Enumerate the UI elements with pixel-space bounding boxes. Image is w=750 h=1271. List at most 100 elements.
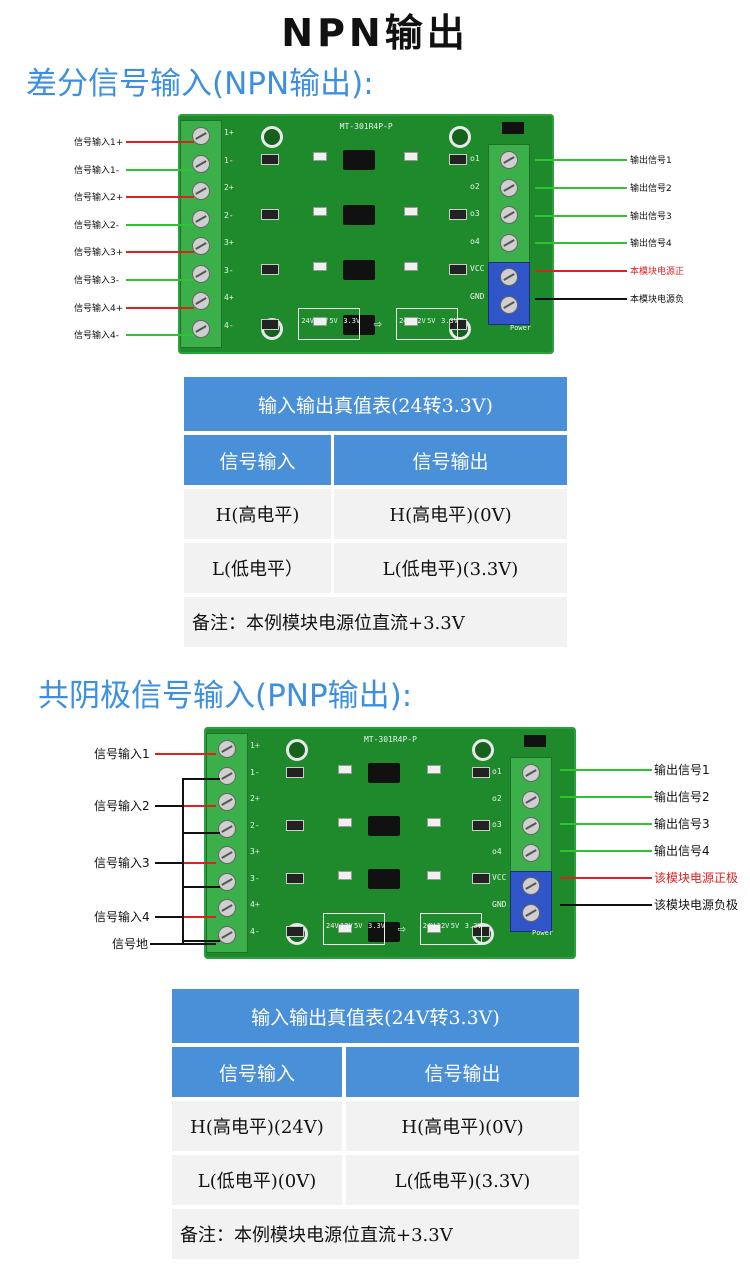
terminal-screw bbox=[500, 178, 518, 197]
ground-wire bbox=[182, 778, 220, 780]
input-led bbox=[260, 154, 279, 165]
pin-label: 4+ bbox=[250, 900, 260, 909]
table2-title: 输入输出真值表(24V转3.3V) bbox=[172, 989, 579, 1043]
terminal-screw bbox=[522, 790, 540, 809]
pin-label: 4- bbox=[224, 320, 234, 330]
pin-label: 3+ bbox=[250, 847, 260, 856]
mounting-hole bbox=[471, 739, 494, 761]
output-wire bbox=[535, 159, 627, 161]
output-label: 输出信号2 bbox=[630, 183, 672, 194]
input-label: 信号输入4 bbox=[94, 910, 150, 924]
terminal-screw bbox=[500, 151, 518, 169]
input-wire bbox=[126, 168, 194, 171]
left-terminal-block bbox=[180, 120, 222, 348]
voltage-label: 5V bbox=[354, 922, 363, 930]
output-label: 该模块电源正极 bbox=[654, 871, 739, 885]
terminal-screw bbox=[500, 233, 518, 252]
table1-col1-header: 信号输入 bbox=[184, 435, 331, 485]
output-wire bbox=[535, 298, 627, 300]
output-led bbox=[448, 154, 467, 165]
output-wire bbox=[560, 796, 652, 798]
terminal-screw bbox=[218, 899, 236, 917]
ground-wire bbox=[155, 862, 182, 864]
terminal-screw bbox=[522, 877, 540, 895]
terminal-screw bbox=[218, 872, 236, 891]
power-switch bbox=[502, 122, 524, 134]
terminal-screw bbox=[522, 764, 540, 782]
voltage-label: 5V bbox=[427, 317, 436, 325]
out-pin-label: GND bbox=[470, 291, 485, 301]
resistor bbox=[427, 924, 442, 933]
terminal-screw bbox=[218, 766, 236, 785]
terminal-screw bbox=[500, 206, 518, 224]
power-label: Power bbox=[510, 324, 532, 332]
input-wire bbox=[155, 862, 216, 864]
output-wire bbox=[560, 850, 652, 852]
pin-label: 3- bbox=[250, 873, 260, 883]
arrow-icon: ⇨ bbox=[397, 921, 406, 937]
pin-label: 4- bbox=[250, 926, 260, 936]
table2-row1-input: H(高电平)(24V) bbox=[172, 1101, 342, 1151]
arrow-icon: ⇨ bbox=[373, 316, 382, 332]
resistor bbox=[427, 818, 442, 827]
resistor bbox=[337, 765, 352, 774]
terminal-screw bbox=[522, 843, 540, 862]
output-led bbox=[471, 820, 490, 831]
voltage-label: 3.3V bbox=[441, 317, 458, 325]
input-wire bbox=[150, 943, 216, 945]
output-wire bbox=[535, 214, 627, 217]
optocoupler-chip bbox=[367, 763, 400, 783]
output-led bbox=[471, 767, 490, 778]
power-terminal-block bbox=[488, 262, 530, 325]
resistor bbox=[313, 207, 328, 216]
input-label: 信号地 bbox=[112, 937, 149, 951]
output-wire bbox=[560, 877, 652, 879]
input-label: 信号输入3 bbox=[94, 856, 150, 870]
out-pin-label: o1 bbox=[492, 767, 502, 776]
terminal-screw bbox=[500, 295, 518, 314]
input-wire bbox=[155, 805, 216, 807]
resistor bbox=[403, 317, 418, 326]
output-label: 输出信号4 bbox=[630, 239, 672, 250]
mounting-hole bbox=[285, 739, 308, 761]
input-label: 信号输入4+ bbox=[74, 303, 124, 314]
table1-row1-input: H(高电平) bbox=[184, 489, 331, 539]
resistor bbox=[403, 152, 418, 161]
resistor bbox=[313, 262, 328, 271]
out-pin-label: VCC bbox=[492, 873, 507, 882]
output-wire bbox=[560, 823, 652, 825]
table1-row2-output: L(低电平)(3.3V) bbox=[334, 543, 567, 593]
output-label: 输出信号1 bbox=[654, 763, 710, 777]
terminal-screw bbox=[192, 182, 210, 200]
right-terminal-block bbox=[488, 144, 530, 264]
out-pin-label: o4 bbox=[492, 846, 502, 856]
table1-row1-output: H(高电平)(0V) bbox=[334, 489, 567, 539]
pin-label: 2- bbox=[250, 820, 260, 830]
input-label: 信号输入2- bbox=[74, 220, 119, 231]
output-wire bbox=[560, 904, 652, 906]
table2-col2-header: 信号输出 bbox=[346, 1047, 579, 1097]
table2-row2-output: L(低电平)(3.3V) bbox=[346, 1155, 579, 1205]
pin-label: 4+ bbox=[224, 293, 234, 302]
optocoupler-chip bbox=[343, 150, 376, 170]
output-wire bbox=[560, 769, 652, 771]
power-label: Power bbox=[532, 929, 554, 937]
pin-label: 3- bbox=[224, 265, 234, 275]
output-label: 输出信号1 bbox=[630, 156, 672, 166]
input-label: 信号输入2 bbox=[94, 799, 150, 813]
ground-wire bbox=[182, 940, 220, 942]
output-label: 输出信号3 bbox=[630, 211, 672, 222]
table1-row2-input: L(低电平） bbox=[184, 543, 331, 593]
resistor bbox=[427, 765, 442, 774]
input-wire bbox=[126, 306, 194, 309]
section2-heading: 共阴极信号输入(PNP输出): bbox=[38, 678, 413, 714]
ground-wire bbox=[155, 805, 182, 807]
input-led bbox=[285, 873, 304, 884]
out-pin-label: o3 bbox=[470, 209, 480, 218]
output-wire bbox=[535, 242, 627, 245]
voltage-label: 3.3V bbox=[343, 317, 361, 325]
